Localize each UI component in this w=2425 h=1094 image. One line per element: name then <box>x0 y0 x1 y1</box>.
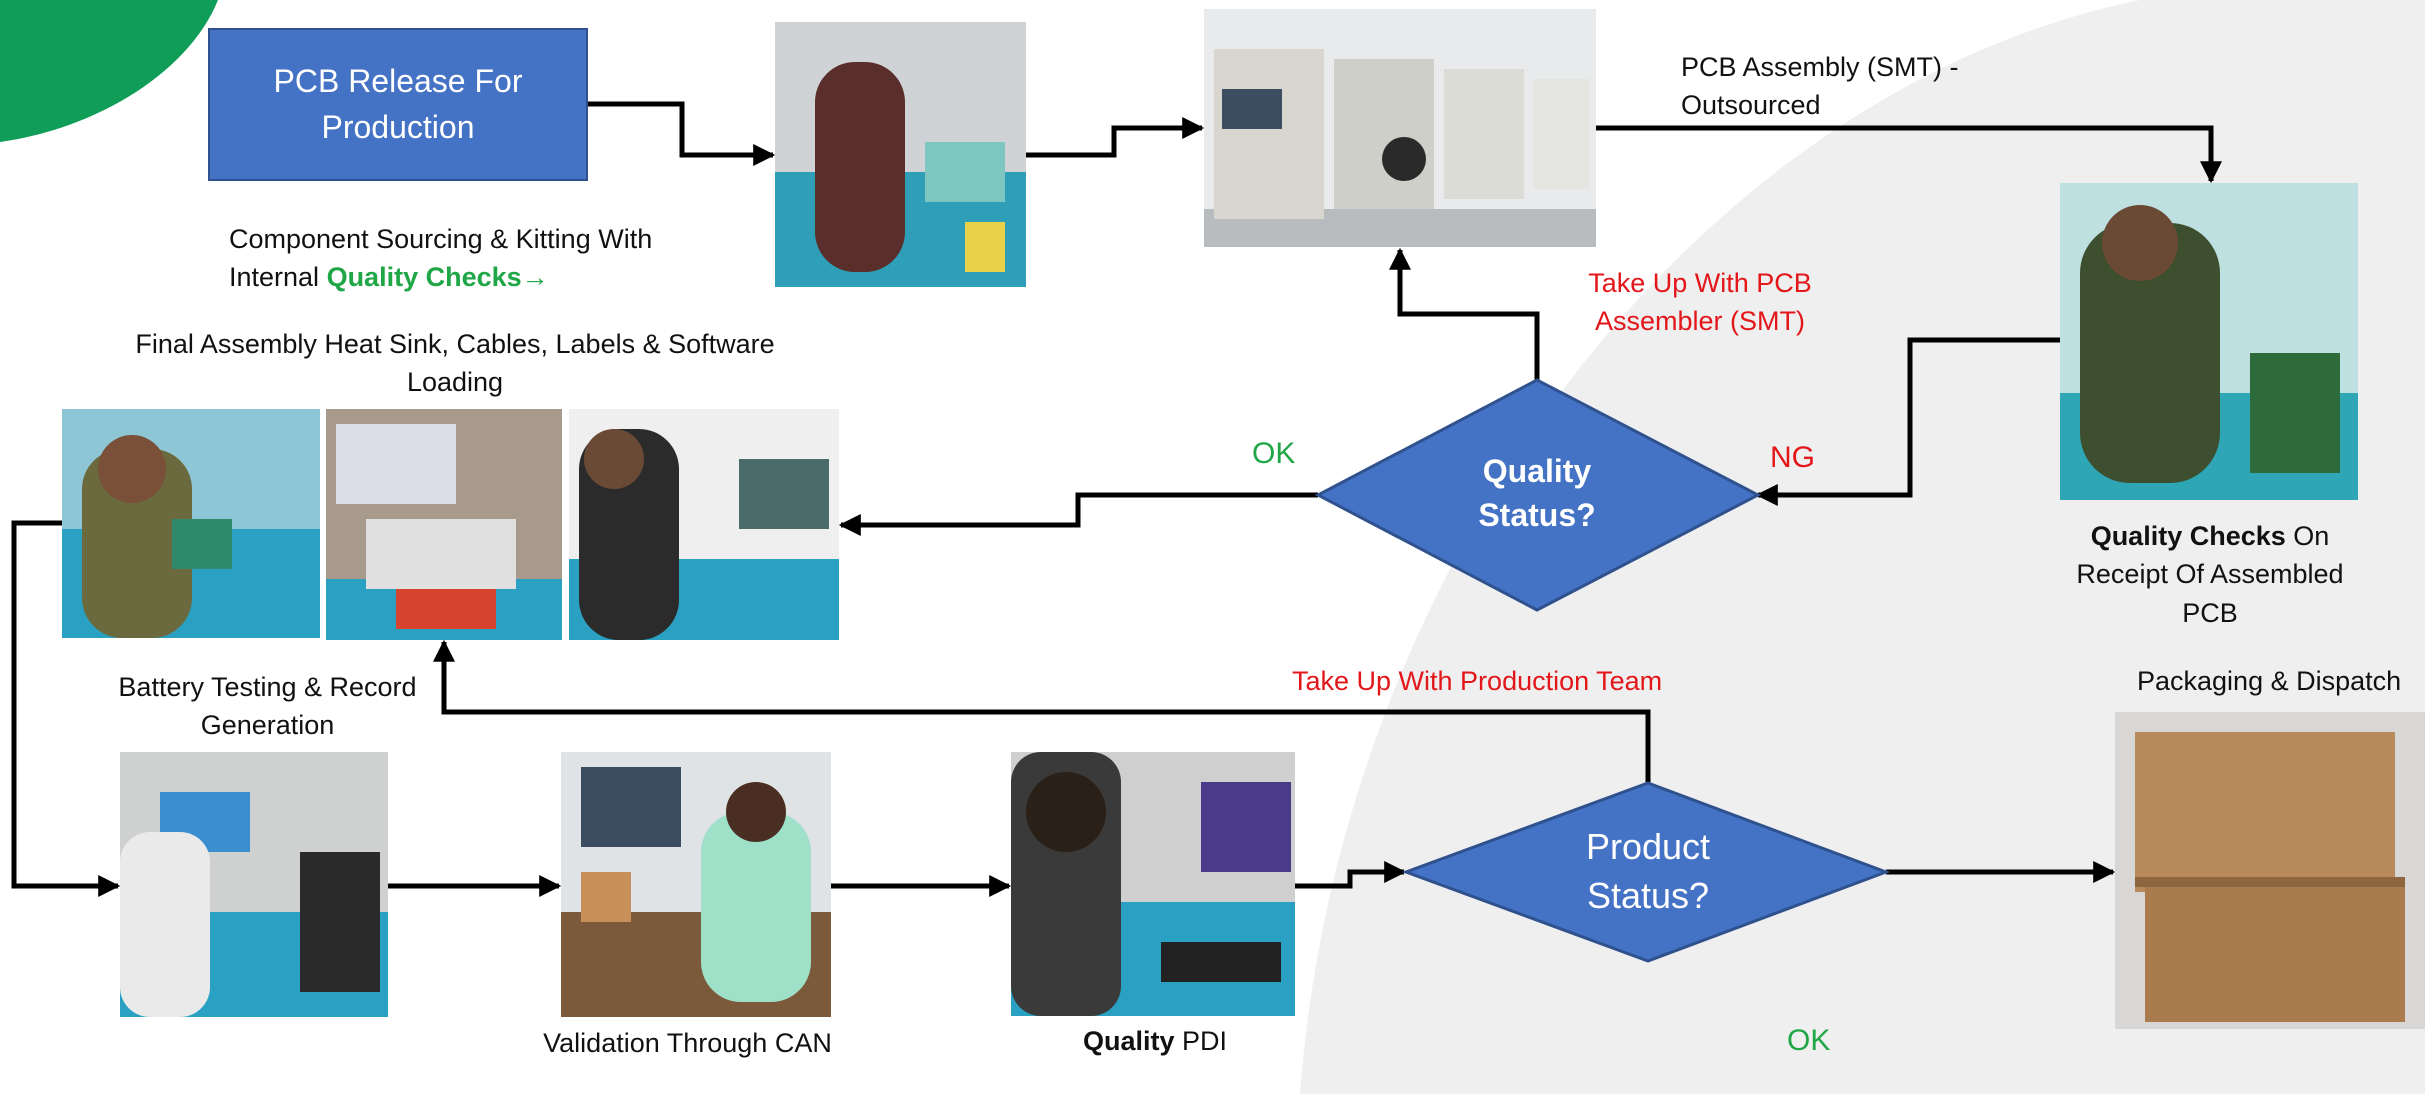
take-up-pcb-label: Take Up With PCB Assembler (SMT) <box>1540 264 1860 341</box>
quality-pdi-photo <box>1011 752 1295 1016</box>
connector-smt-to-inspection <box>1596 125 2223 184</box>
pcb-inspection-photo <box>2060 183 2358 500</box>
connector-quality-to-final <box>838 492 1318 537</box>
quality-status-diamond <box>1314 378 1762 612</box>
quality-checks-bold: Quality Checks <box>2090 521 2286 551</box>
validation-label: Validation Through CAN <box>510 1024 865 1062</box>
pcb-assembly-line2: Outsourced <box>1681 90 1821 121</box>
ng-label: NG <box>1770 437 1815 480</box>
arrow-right-icon: → <box>521 262 549 293</box>
battery-testing-line2: Generation <box>200 710 335 741</box>
connector-pdi-to-product <box>1295 860 1407 889</box>
connector-inspection-to-quality <box>1755 337 2060 507</box>
battery-testing-line1: Battery Testing & Record <box>118 672 417 702</box>
connector-final-to-battery <box>11 520 121 898</box>
battery-testing-photo <box>120 752 388 1017</box>
component-sourcing-quality-checks: Quality Checks <box>326 262 522 293</box>
can-validation-photo <box>561 752 831 1017</box>
packaging-text: Packaging & Dispatch <box>2137 666 2402 696</box>
take-up-pcb-line2: Assembler (SMT) <box>1594 306 1805 337</box>
packaging-label: Packaging & Dispatch <box>2137 662 2401 700</box>
component-sourcing-label: Component Sourcing & Kitting With Intern… <box>229 220 729 297</box>
take-up-production-text: Take Up With Production Team <box>1292 666 1663 696</box>
ok-top-label: OK <box>1252 433 1295 476</box>
quality-pdi-rest: PDI <box>1174 1026 1228 1056</box>
product-status-line1: Product <box>1585 826 1711 867</box>
component-sourcing-line1: Component Sourcing & Kitting With <box>229 224 653 254</box>
take-up-pcb-line1: Take Up With PCB <box>1588 268 1812 298</box>
pcb-release-label: PCB Release For Production <box>273 63 523 145</box>
ok-top-text: OK <box>1252 437 1296 470</box>
validation-text: Validation Through CAN <box>543 1028 832 1058</box>
ng-text: NG <box>1770 441 1815 474</box>
quality-checks-line1: Quality Checks On <box>2040 517 2380 555</box>
green-corner-shape <box>0 0 218 142</box>
final-assembly-line1: Final Assembly Heat Sink, Cables, Labels… <box>135 329 775 359</box>
product-status-line2: Status? <box>1586 874 1710 916</box>
final-assembly-line2: Loading <box>406 367 504 398</box>
ok-bottom-label: OK <box>1787 1020 1830 1063</box>
kitting-photo <box>775 22 1026 287</box>
ok-bottom-text: OK <box>1787 1024 1831 1057</box>
quality-status-label: Quality Status? <box>1390 450 1684 537</box>
quality-checks-rest: On <box>2285 521 2330 551</box>
connector-release-to-kitting <box>588 101 776 167</box>
connector-quality-to-smt <box>1388 247 1540 380</box>
smt-line-photo <box>1204 9 1596 247</box>
battery-testing-label: Battery Testing & Record Generation <box>95 668 440 745</box>
product-status-label: Product Status? <box>1500 823 1796 921</box>
connector-kitting-to-smt <box>1026 116 1205 158</box>
component-sourcing-prefix: Internal <box>229 262 327 293</box>
take-up-production-label: Take Up With Production Team <box>1292 662 1662 700</box>
pcb-assembly-label: PCB Assembly (SMT) - Outsourced <box>1681 48 1959 125</box>
pcb-release-box: PCB Release For Production <box>208 28 588 181</box>
quality-pdi-label: Quality PDI <box>1040 1022 1270 1060</box>
quality-pdi-bold: Quality <box>1082 1026 1175 1056</box>
final-assembly-photo-2 <box>326 409 562 640</box>
quality-checks-line3: PCB <box>2182 597 2238 628</box>
quality-checks-receipt-label: Quality Checks On Receipt Of Assembled P… <box>2040 517 2380 632</box>
product-status-diamond <box>1401 781 1891 963</box>
final-assembly-photo-1 <box>62 409 320 638</box>
quality-checks-line2: Receipt Of Assembled <box>2076 559 2344 590</box>
pcb-assembly-line1: PCB Assembly (SMT) - <box>1681 52 1959 82</box>
connector-product-to-final <box>432 639 1651 783</box>
quality-status-line1: Quality <box>1482 453 1592 489</box>
component-sourcing-line2: Internal Quality Checks→ <box>229 258 729 296</box>
quality-status-line2: Status? <box>1478 496 1596 533</box>
final-assembly-label: Final Assembly Heat Sink, Cables, Labels… <box>110 325 800 402</box>
final-assembly-photo-3 <box>569 409 839 640</box>
packaging-photo <box>2115 712 2425 1029</box>
